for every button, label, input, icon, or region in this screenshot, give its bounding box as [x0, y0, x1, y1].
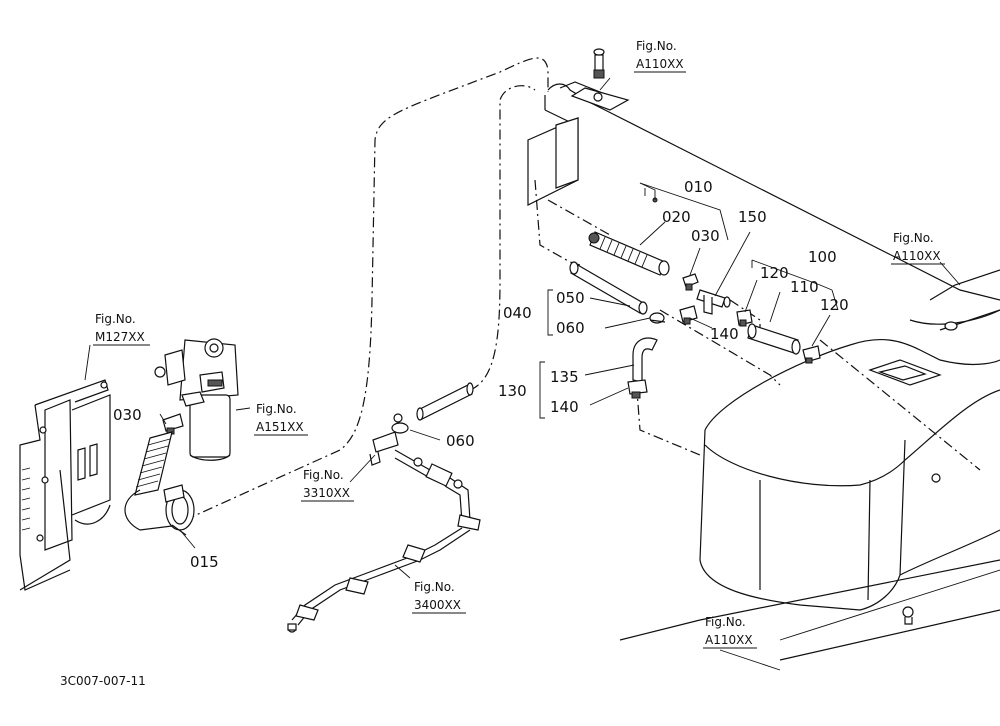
- clip-060-right: [649, 312, 666, 324]
- part-label-100[interactable]: 100: [808, 248, 837, 266]
- part-label-110[interactable]: 110: [790, 278, 819, 296]
- straight-hose-050: [569, 261, 648, 315]
- svg-text:A110XX: A110XX: [705, 633, 753, 647]
- part-label-120-left[interactable]: 120: [760, 264, 789, 282]
- hose-clamp-030-top: [682, 273, 699, 291]
- part-label-050[interactable]: 050: [556, 289, 585, 307]
- part-labels: 010 020 030 150 100 120 110 120 140 040 …: [113, 178, 849, 571]
- leader-lines: [84, 77, 961, 671]
- part-label-140-upper[interactable]: 140: [710, 325, 739, 343]
- tank-bracket: [527, 48, 630, 206]
- svg-text:A110XX: A110XX: [636, 57, 684, 71]
- clamp-140-lower: [627, 379, 648, 399]
- svg-text:Fig.No.: Fig.No.: [95, 312, 136, 326]
- part-label-020[interactable]: 020: [662, 208, 691, 226]
- fig-ref-a110xx-bottom[interactable]: Fig.No. A110XX: [703, 615, 757, 649]
- part-label-060-right[interactable]: 060: [556, 319, 585, 337]
- clamp-120-right: [802, 345, 821, 364]
- filter-hose-and-clamp: [124, 413, 195, 536]
- svg-text:Fig.No.: Fig.No.: [303, 468, 344, 482]
- fuel-filter-assembly: [154, 338, 239, 461]
- svg-text:3400XX: 3400XX: [414, 598, 461, 612]
- fig-ref-3310xx[interactable]: Fig.No. 3310XX: [301, 468, 354, 502]
- svg-text:A110XX: A110XX: [893, 249, 941, 263]
- svg-text:3310XX: 3310XX: [303, 486, 350, 500]
- bent-hose-135: [632, 337, 658, 383]
- part-label-030-top[interactable]: 030: [691, 227, 720, 245]
- fig-ref-3400xx[interactable]: Fig.No. 3400XX: [412, 580, 466, 614]
- tee-fitting-150: [696, 289, 731, 315]
- part-label-150[interactable]: 150: [738, 208, 767, 226]
- fuel-tank-drawing: [559, 81, 1000, 661]
- part-label-015[interactable]: 015: [190, 553, 219, 571]
- part-label-140-lower[interactable]: 140: [550, 398, 579, 416]
- svg-text:M127XX: M127XX: [95, 330, 145, 344]
- part-label-040[interactable]: 040: [503, 304, 532, 322]
- svg-text:A151XX: A151XX: [256, 420, 304, 434]
- part-label-130[interactable]: 130: [498, 382, 527, 400]
- svg-text:Fig.No.: Fig.No.: [636, 39, 677, 53]
- part-label-135[interactable]: 135: [550, 368, 579, 386]
- part-label-060-center[interactable]: 060: [446, 432, 475, 450]
- clamp-120-left: [736, 309, 753, 327]
- fig-ref-a151xx[interactable]: Fig.No. A151XX: [254, 402, 308, 436]
- clamp-140-upper: [679, 305, 698, 325]
- part-label-120-right[interactable]: 120: [820, 296, 849, 314]
- short-hose-110: [747, 323, 801, 355]
- svg-text:Fig.No.: Fig.No.: [414, 580, 455, 594]
- left-frame-panel: [19, 379, 111, 591]
- svg-text:Fig.No.: Fig.No.: [705, 615, 746, 629]
- corrugated-hose-020: [588, 197, 670, 276]
- part-label-010[interactable]: 010: [684, 178, 713, 196]
- fig-ref-m127xx[interactable]: Fig.No. M127XX: [93, 312, 150, 346]
- part-label-030-left[interactable]: 030: [113, 406, 142, 424]
- svg-text:Fig.No.: Fig.No.: [893, 231, 934, 245]
- svg-text:Fig.No.: Fig.No.: [256, 402, 297, 416]
- injection-return-pipes: [287, 382, 481, 633]
- fig-ref-a110xx-right[interactable]: Fig.No. A110XX: [891, 231, 945, 265]
- drawing-code: 3C007-007-11: [60, 674, 146, 688]
- fig-ref-a110xx-top[interactable]: Fig.No. A110XX: [634, 39, 686, 73]
